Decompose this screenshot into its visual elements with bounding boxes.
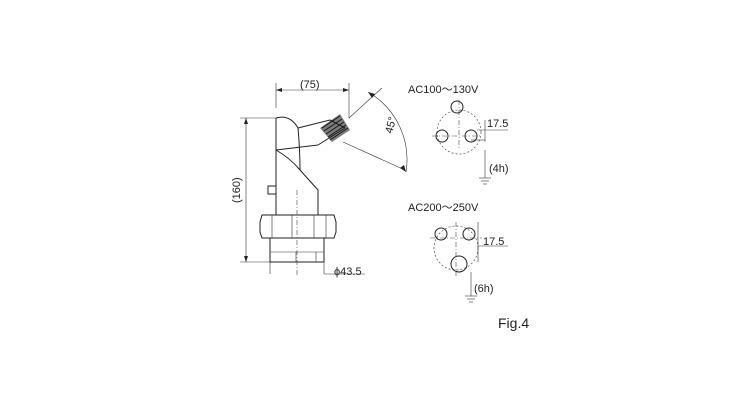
- plug-side-view: [240, 83, 408, 275]
- lower-voltage-label: AC200～250V: [408, 202, 479, 214]
- figure-label: Fig.4: [498, 315, 529, 331]
- dim-width-label: (75): [300, 79, 320, 91]
- lower-ground-label: (6h): [474, 283, 494, 295]
- pin-layout-upper: [432, 100, 508, 185]
- hex-nut: [259, 214, 337, 239]
- lower-pitch-label: 17.5: [483, 236, 504, 248]
- pin-layout-lower: [430, 222, 508, 303]
- dim-height-label: (160): [231, 177, 243, 203]
- upper-pitch-label: 17.5: [487, 118, 508, 130]
- dim-angle-label: 45°: [383, 116, 399, 135]
- upper-ground-label: (4h): [489, 163, 509, 175]
- upper-voltage-label: AC100～130V: [408, 84, 479, 96]
- dim-diameter-label: ϕ43.5: [334, 266, 362, 278]
- threaded-tip: [320, 114, 350, 142]
